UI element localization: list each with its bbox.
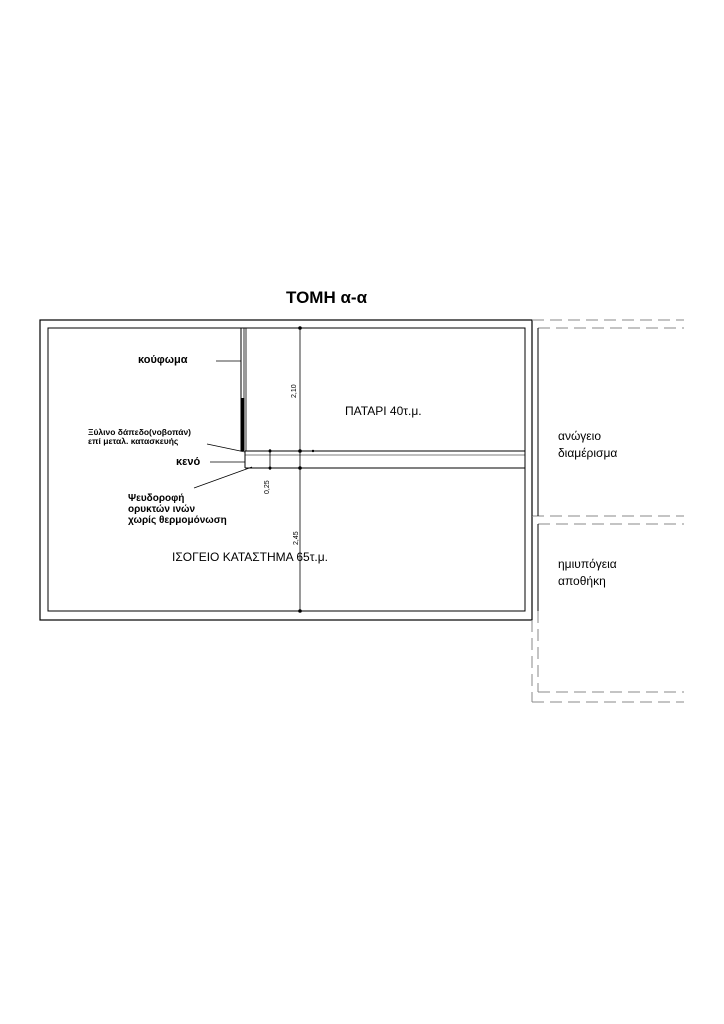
- callout-void: κενό: [176, 456, 201, 468]
- dim-tick: [298, 326, 302, 330]
- dim-tick: [298, 449, 302, 453]
- callout-ceiling-line1: Ψευδοροφή: [128, 493, 185, 504]
- dim-tick: [311, 449, 315, 453]
- dim-tick: [298, 466, 302, 470]
- neighbor-upper-apartment: ανώγειο διαμέρισμα: [558, 428, 617, 462]
- dim-tick: [268, 466, 272, 470]
- inner-wall-outline: [47, 327, 526, 612]
- neighbor-lower-line1: ημιυπόγεια: [558, 557, 617, 571]
- neighbor-partition: [531, 328, 539, 620]
- callout-ceiling-line2: ορυκτών ινών: [128, 504, 196, 515]
- neighbor-lower-line2: αποθήκη: [558, 574, 606, 588]
- neighbor-upper-line2: διαμέρισμα: [558, 446, 618, 460]
- dimension-slab-thickness: 0,25: [264, 480, 271, 494]
- frame-thick-part: [241, 398, 245, 451]
- room-label-mezzanine: ΠΑΤΑΡΙ 40τ.μ.: [345, 404, 422, 418]
- dimension-upper-height: 2,10: [291, 384, 298, 398]
- neighbor-dashed-outline: [531, 319, 684, 703]
- callout-wood-floor-line2: επί μεταλ. κατασκευής: [88, 436, 179, 446]
- leader-wood-floor: [206, 443, 246, 453]
- callout-frame: κούφωμα: [138, 354, 188, 366]
- room-label-ground-store: ΙΣΟΓΕΙΟ ΚΑΤΑΣΤΗΜΑ 65τ.μ.: [172, 550, 329, 564]
- dim-tick: [268, 449, 272, 453]
- dim-tick: [298, 609, 302, 613]
- callout-suspended-ceiling: Ψευδοροφή ορυκτών ινών χωρίς θερμομόνωση: [128, 493, 227, 526]
- callout-wood-floor-line1: Ξύλινο δάπεδο(νοβοπάν): [88, 427, 192, 437]
- drawing-title: ΤΟΜΗ α-α: [286, 288, 368, 307]
- callout-wood-floor: Ξύλινο δάπεδο(νοβοπάν) επί μεταλ. κατασκ…: [88, 428, 191, 446]
- neighbor-basement-storage: ημιυπόγεια αποθήκη: [558, 556, 617, 590]
- dimension-lower-height: 2,45: [293, 531, 300, 545]
- neighbor-upper-line1: ανώγειο: [558, 429, 601, 443]
- callout-ceiling-line3: χωρίς θερμομόνωση: [128, 515, 227, 526]
- leader-ceiling: [193, 466, 253, 489]
- outer-wall-outline: [39, 319, 533, 621]
